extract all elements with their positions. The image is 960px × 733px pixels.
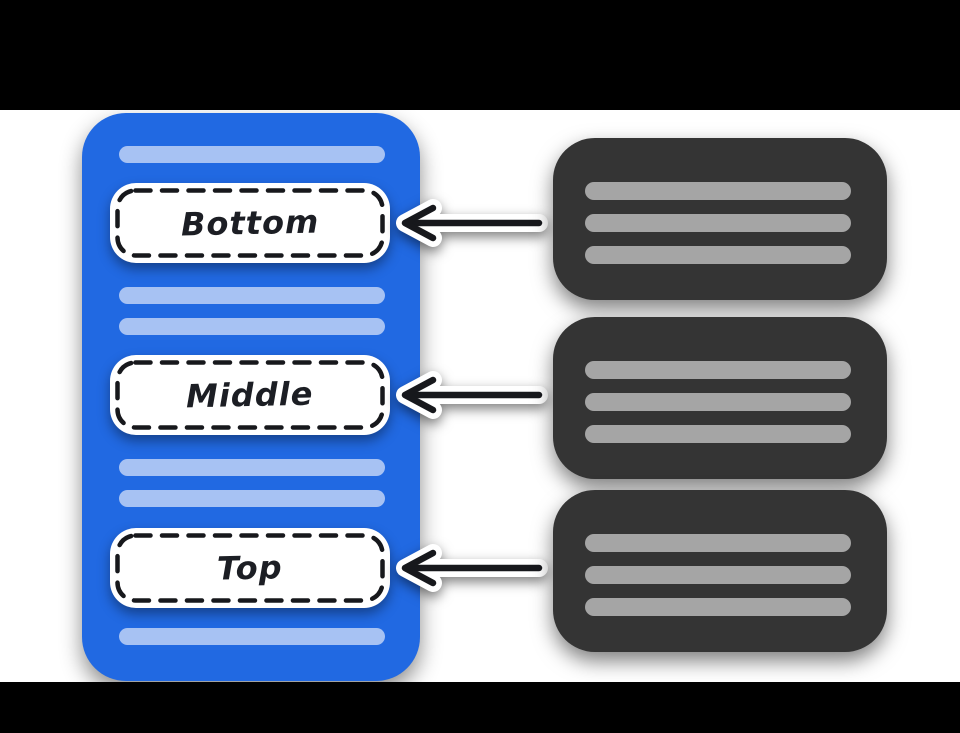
content-card[interactable]	[553, 317, 887, 479]
slot-label: Bottom	[180, 202, 320, 244]
content-card[interactable]	[553, 490, 887, 652]
arrow-left-icon	[396, 544, 548, 592]
skeleton-line	[119, 287, 385, 304]
skeleton-line	[119, 490, 385, 507]
skeleton-line	[119, 459, 385, 476]
skeleton-line	[585, 598, 851, 616]
content-card[interactable]	[553, 138, 887, 300]
skeleton-line	[585, 534, 851, 552]
skeleton-line	[585, 246, 851, 264]
letterbox-bottom	[0, 682, 960, 733]
arrow-left-icon	[396, 199, 548, 247]
letterbox-top	[0, 0, 960, 110]
drop-slot-top[interactable]: Top	[110, 528, 390, 608]
skeleton-line	[585, 566, 851, 584]
layout-panel: Bottom Middle Top	[82, 113, 420, 681]
slot-label: Middle	[185, 374, 315, 416]
skeleton-line	[585, 425, 851, 443]
drop-slot-bottom[interactable]: Bottom	[110, 183, 390, 263]
arrow-left-icon	[396, 371, 548, 419]
skeleton-line	[119, 318, 385, 335]
skeleton-line	[585, 361, 851, 379]
skeleton-line	[585, 393, 851, 411]
skeleton-line	[119, 146, 385, 163]
skeleton-line	[119, 628, 385, 645]
slot-label: Top	[216, 548, 284, 588]
skeleton-line	[585, 214, 851, 232]
skeleton-line	[585, 182, 851, 200]
drop-slot-middle[interactable]: Middle	[110, 355, 390, 435]
